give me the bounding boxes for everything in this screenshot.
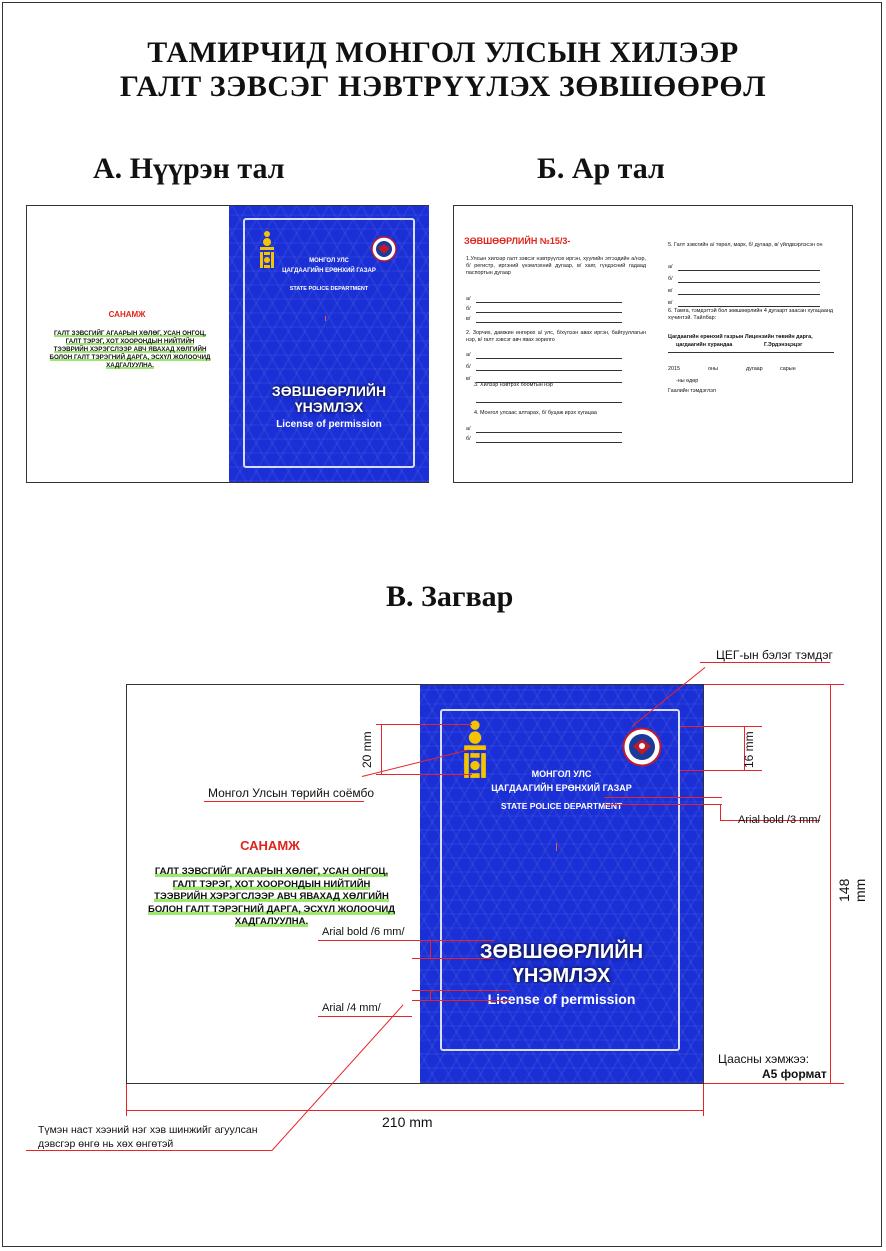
q2-a: а/ <box>466 352 471 358</box>
section-back-heading: Б. Ар тал <box>537 152 665 185</box>
cover-doc-line1: ЗӨВШӨӨРЛИЙН <box>479 941 644 963</box>
cover-mark <box>556 843 557 851</box>
label-police-emblem: ЦЕГ-ын бэлэг тэмдэг <box>716 648 833 662</box>
back-q1: 1.Улсын хилээр галт зэвсэг нэвтрүүлэх ир… <box>466 256 646 276</box>
date-day: -ны өдөр <box>676 378 699 384</box>
label-font-6mm: Arial bold /6 mm/ <box>322 926 405 938</box>
signer-name: Г.Эрдэнэцэцэг <box>764 342 803 348</box>
q5-b: б/ <box>668 276 673 282</box>
warning-body-small: ГАЛТ ЗЭВСГИЙГ АГААРЫН ХӨЛӨГ, УСАН ОНГОЦ,… <box>49 330 211 369</box>
warning-title: САНАМЖ <box>240 838 300 853</box>
cover-doc-line2-small: ҮНЭМЛЭХ <box>294 399 364 415</box>
back-spread: ЗӨВШӨӨРЛИЙН №15/3- 1.Улсын хилээр галт з… <box>453 205 853 483</box>
date-sar: сарын <box>780 366 796 372</box>
back-q6: 6. Тамга, тэмдэгтэй бол зөвшөөрлийн 4 ду… <box>668 308 833 321</box>
date-year: 2015 <box>668 366 680 372</box>
police-emblem-icon-small <box>371 236 397 262</box>
cover-org3: STATE POLICE DEPARTMENT <box>500 801 623 811</box>
paper-size-label: Цаасны хэмжээ: <box>718 1052 810 1066</box>
cover-doc-en-small: License of permission <box>276 419 382 430</box>
cover-org3-small: STATE POLICE DEPARTMENT <box>289 286 369 292</box>
warning-title-small: САНАМЖ <box>108 310 146 319</box>
q1-v: в/ <box>466 316 471 322</box>
section-template-heading: В. Загвар <box>386 580 514 613</box>
dim-16mm: 16 mm <box>742 731 756 768</box>
cover-doc-line2: ҮНЭМЛЭХ <box>512 965 611 987</box>
label-state-emblem: Монгол Улсын төрийн соёмбо <box>208 786 375 800</box>
q4-a: а/ <box>466 426 471 432</box>
front-spread: САНАМЖ ГАЛТ ЗЭВСГИЙГ АГААРЫН ХӨЛӨГ, УСАН… <box>26 205 429 483</box>
warning-body: ГАЛТ ЗЭВСГИЙГ АГААРЫН ХӨЛӨГ, УСАН ОНГОЦ,… <box>147 866 395 927</box>
label-background-line1: Түмэн наст хээний нэг хэв шинжийг агуулс… <box>38 1124 258 1136</box>
page-title-line1: ТАМИРЧИД МОНГОЛ УЛСЫН ХИЛЭЭР <box>147 36 739 69</box>
cover-org1: МОНГОЛ УЛС <box>531 769 592 779</box>
cover-org2: ЦАГДААГИЙН ЕРӨНХИЙ ГАЗАР <box>491 783 632 793</box>
q2-b: б/ <box>466 364 471 370</box>
date-on: оны <box>708 366 718 372</box>
signer-title: Цагдаагийн ерөнхий газрын Лицензийн төви… <box>668 334 813 340</box>
date-month: дугаар <box>746 366 763 372</box>
soyombo-icon <box>464 720 486 778</box>
q5-v2: в/ <box>668 300 673 306</box>
dim-20mm: 20 mm <box>360 731 374 768</box>
back-q4: 4. Монгол улсаас алтарах, б/ буцаж ирэх … <box>474 410 597 416</box>
cover-doc-line1-small: ЗӨВШӨӨРЛИЙН <box>271 383 387 399</box>
q4-b: б/ <box>466 436 471 442</box>
page-title-line2: ГАЛТ ЗЭВСЭГ НЭВТРҮҮЛЭХ ЗӨВШӨӨРӨЛ <box>119 70 767 103</box>
back-q5: 5. Галт зэвсгийн а/ төрөл, марк, б/ дуга… <box>668 242 823 248</box>
police-emblem-icon <box>622 727 662 767</box>
q2-v: в/ <box>466 376 471 382</box>
q5-a: а/ <box>668 264 673 270</box>
front-cover: МОНГОЛ УЛС ЦАГДААГИЙН ЕРӨНХИЙ ГАЗАР STAT… <box>420 685 703 1083</box>
front-cover-small: МОНГОЛ УЛС ЦАГДААГИЙН ЕРӨНХИЙ ГАЗАР STAT… <box>229 206 429 482</box>
signer-rank: цагдаагийн хурандаа <box>676 342 733 348</box>
cover-mark-small <box>325 316 326 321</box>
permit-number: ЗӨВШӨӨРЛИЙН №15/3- <box>464 236 571 246</box>
q5-v: в/ <box>668 288 673 294</box>
cover-doc-en: License of permission <box>487 991 636 1007</box>
customs-note: Гаалийн тэмдэглэл <box>668 388 716 394</box>
q1-b: б/ <box>466 306 471 312</box>
paper-size-value: А5 формат <box>762 1067 827 1081</box>
label-background-line2: дэвсгэр өнгө нь хөх өнгөтэй <box>38 1138 174 1150</box>
back-q3: 3. Хилээр нэвтрэх боомтын нэр <box>474 382 553 388</box>
dim-210mm: 210 mm <box>382 1114 433 1130</box>
back-q2: 2. Зорчих, дамжин өнгөрөх а/ улс, б/хүлэ… <box>466 330 646 343</box>
soyombo-icon-small <box>260 231 274 268</box>
section-front-heading: А. Нүүрэн тал <box>93 152 285 185</box>
label-font-3mm: Arial bold /3 mm/ <box>738 814 821 826</box>
dim-148mm: 148 mm <box>836 878 868 902</box>
label-font-4mm: Arial /4 mm/ <box>322 1002 381 1014</box>
cover-org2-small: ЦАГДААГИЙН ЕРӨНХИЙ ГАЗАР <box>282 268 376 274</box>
cover-org1-small: МОНГОЛ УЛС <box>309 258 349 264</box>
q1-a: а/ <box>466 296 471 302</box>
